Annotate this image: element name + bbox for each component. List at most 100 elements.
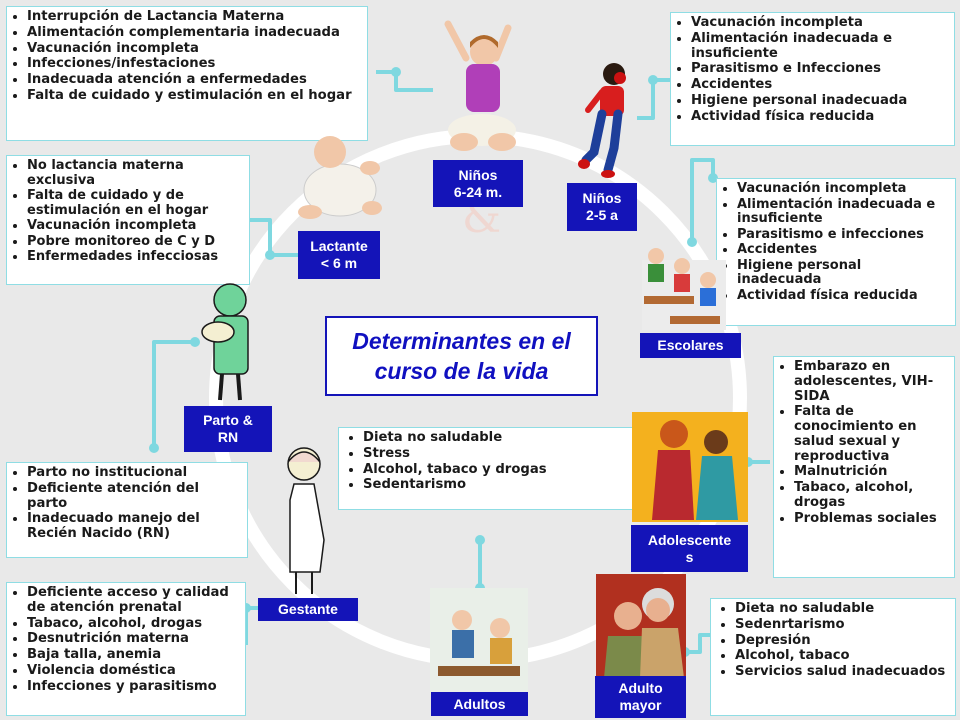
label-ninos-6-24: Niños 6-24 m. xyxy=(433,160,523,207)
list-item: No lactancia materna exclusiva xyxy=(27,158,243,188)
list-item: Malnutrición xyxy=(794,465,948,480)
label-line: Adultos xyxy=(453,695,506,712)
label-line: Niños xyxy=(458,166,498,183)
list-gestante: Deficiente acceso y calidad de atención … xyxy=(13,585,239,695)
elderly-couple-illustration xyxy=(596,574,686,678)
list-item: Interrupción de Lactancia Materna xyxy=(27,9,361,25)
connector-escolares xyxy=(690,158,715,242)
list-item: Deficiente atención del parto xyxy=(27,481,241,512)
list-item: Alimentación complementaria inadecuada xyxy=(27,25,361,41)
list-item: Desnutrición materna xyxy=(27,632,239,647)
label-parto: Parto & RN xyxy=(184,406,272,452)
list-item: Vacunación incompleta xyxy=(27,219,243,234)
list-item: Falta de cuidado y estimulación en el ho… xyxy=(27,88,361,104)
list-item: Enfermedades infecciosas xyxy=(27,250,243,265)
pregnant-woman-illustration xyxy=(287,447,325,594)
list-item: Servicios salud inadecuados xyxy=(735,664,949,680)
list-item: Depresión xyxy=(735,633,949,649)
label-line: Adulto xyxy=(618,680,663,696)
list-item: Embarazo en adolescentes, VIH-SIDA xyxy=(794,359,948,404)
label-line: Parto & xyxy=(203,412,253,428)
list-item: Actividad física reducida xyxy=(691,109,948,125)
label-line: Niños xyxy=(582,190,622,206)
list-item: Tabaco, alcohol, drogas xyxy=(27,616,239,632)
list-item: Sedenrtarismo xyxy=(735,617,949,633)
list-item: Accidentes xyxy=(737,243,949,258)
list-item: Alimentación inadecuada e insuficiente xyxy=(737,197,949,227)
label-ninos-2-5: Niños 2-5 a xyxy=(567,183,637,231)
list-item: Higiene personal inadecuada xyxy=(691,93,948,109)
list-item: Deficiente acceso y calidad de atención … xyxy=(27,585,239,616)
list-item: Accidentes xyxy=(691,77,948,93)
box-ninos-2-5: Vacunación incompleta Alimentación inade… xyxy=(670,12,955,146)
list-item: Parasitismo e Infecciones xyxy=(691,62,948,77)
box-adolescentes: Embarazo en adolescentes, VIH-SIDA Falta… xyxy=(773,356,955,578)
label-line: Lactante xyxy=(310,238,368,254)
label-lactante: Lactante < 6 m xyxy=(298,231,380,279)
adults-office-illustration xyxy=(430,588,528,694)
running-child-illustration xyxy=(578,63,626,178)
box-gestante: Deficiente acceso y calidad de atención … xyxy=(6,582,246,716)
crawling-baby-illustration xyxy=(298,136,382,219)
list-parto: Parto no institucional Deficiente atenci… xyxy=(13,465,241,542)
diagram-title: Determinantes en el curso de la vida xyxy=(325,316,598,396)
label-line: Adolescente xyxy=(647,531,732,548)
list-item: Baja talla, anemia xyxy=(27,647,239,663)
list-item: Stress xyxy=(363,446,649,462)
list-item: Problemas sociales xyxy=(794,511,948,527)
title-line-1: Determinantes en el xyxy=(352,328,571,354)
label-line: RN xyxy=(217,429,239,445)
connector-ninos-6-24 xyxy=(376,70,433,92)
list-item: Falta de conocimiento en salud sexual y … xyxy=(794,404,948,464)
list-lactante: No lactancia materna exclusiva Falta de … xyxy=(13,158,243,265)
box-lactante: No lactancia materna exclusiva Falta de … xyxy=(6,155,250,285)
list-item: Infecciones y parasitismo xyxy=(27,679,239,695)
connector-ninos-2-5 xyxy=(637,78,675,120)
list-item: Inadecuada atención a enfermedades xyxy=(27,72,361,88)
toddler-illustration xyxy=(444,20,516,151)
classroom-illustration xyxy=(642,248,726,330)
connector-lactante xyxy=(250,218,298,257)
box-adultos: Dieta no saludable Stress Alcohol, tabac… xyxy=(338,427,656,510)
list-item: Pobre monitoreo de C y D xyxy=(27,234,243,250)
list-item: Actividad física reducida xyxy=(737,288,949,304)
connector-parto xyxy=(152,340,195,448)
list-item: Infecciones/infestaciones xyxy=(27,57,361,72)
label-line: s xyxy=(685,548,694,565)
list-ninos-2-5: Vacunación incompleta Alimentación inade… xyxy=(677,15,948,125)
list-item: Dieta no saludable xyxy=(363,430,649,446)
label-line: mayor xyxy=(619,697,662,713)
list-item: Vacunación incompleta xyxy=(691,15,948,31)
label-adultos: Adultos xyxy=(431,692,528,716)
list-escolares: Vacunación incompleta Alimentación inade… xyxy=(723,181,949,304)
box-adulto-mayor: Dieta no saludable Sedenrtarismo Depresi… xyxy=(710,598,956,716)
nurse-with-newborn-illustration xyxy=(201,283,249,401)
label-line: < 6 m xyxy=(320,255,358,271)
list-adolescentes: Embarazo en adolescentes, VIH-SIDA Falta… xyxy=(780,359,948,527)
label-gestante: Gestante xyxy=(258,598,358,621)
box-escolares: Vacunación incompleta Alimentación inade… xyxy=(716,178,956,326)
connector-adulto-mayor xyxy=(685,633,710,654)
label-escolares: Escolares xyxy=(640,333,741,358)
list-item: Tabaco, alcohol, drogas xyxy=(794,480,948,511)
list-item: Parto no institucional xyxy=(27,465,241,481)
box-ninos-6-24: Interrupción de Lactancia Materna Alimen… xyxy=(6,6,368,141)
list-item: Falta de cuidado y de estimulación en el… xyxy=(27,188,243,218)
label-adulto-mayor: Adulto mayor xyxy=(595,676,686,718)
list-item: Higiene personal inadecuada xyxy=(737,258,949,288)
list-item: Violencia doméstica xyxy=(27,663,239,679)
list-item: Inadecuado manejo del Recién Nacido (RN) xyxy=(27,512,241,542)
list-item: Parasitismo e infecciones xyxy=(737,227,949,243)
connector-gestante xyxy=(244,606,258,645)
label-line: 2-5 a xyxy=(586,207,618,223)
list-item: Vacunación incompleta xyxy=(27,41,361,57)
list-adulto-mayor: Dieta no saludable Sedenrtarismo Depresi… xyxy=(721,601,949,680)
label-line: Gestante xyxy=(278,601,338,617)
title-line-2: curso de la vida xyxy=(374,358,549,384)
teen-couple-illustration xyxy=(632,412,748,522)
list-item: Alcohol, tabaco xyxy=(735,649,949,664)
list-item: Vacunación incompleta xyxy=(737,181,949,197)
label-adolescentes: Adolescente s xyxy=(631,525,748,572)
list-item: Dieta no saludable xyxy=(735,601,949,617)
label-line: Escolares xyxy=(657,337,724,353)
